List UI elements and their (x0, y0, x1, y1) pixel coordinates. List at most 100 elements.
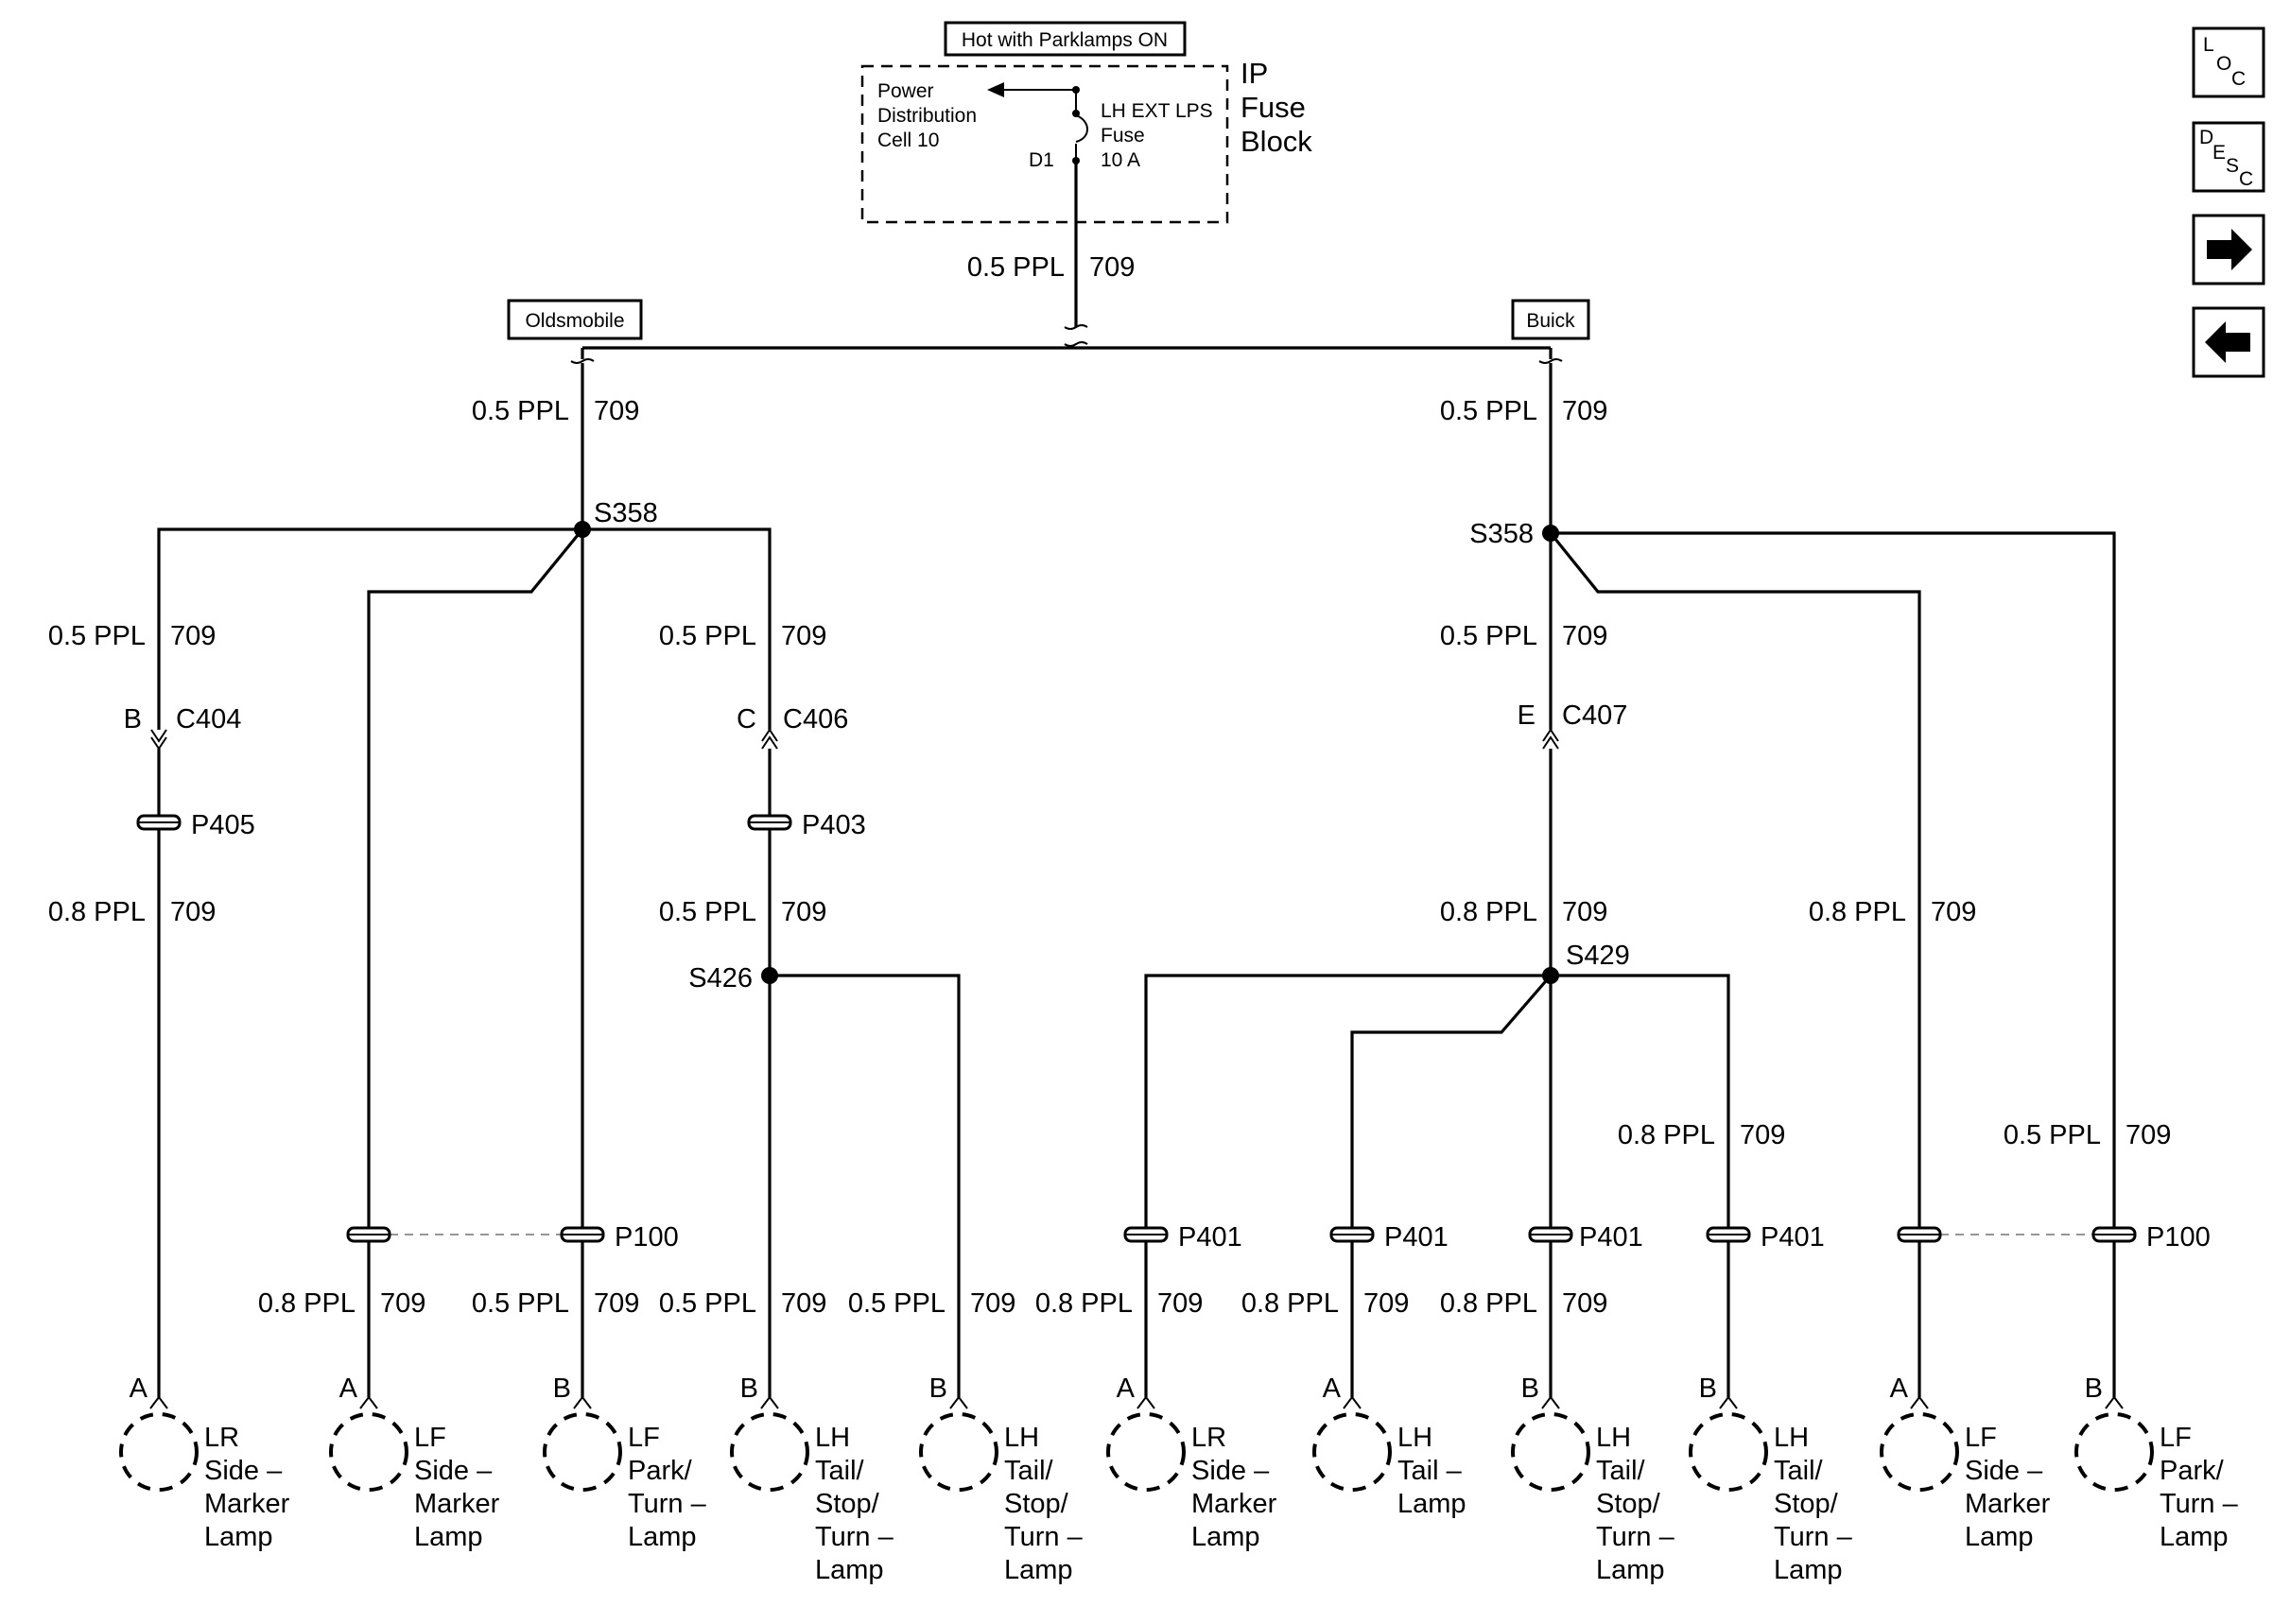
wire-size-label: 0.5 PPL (48, 621, 146, 651)
lamp-label: Stop/ (1596, 1489, 1661, 1519)
connector-c407-icon (1542, 735, 1559, 750)
connector-c404-icon (150, 729, 167, 743)
lamp-label: LR (1191, 1423, 1226, 1453)
connector-c407-icon (1542, 728, 1559, 742)
lamp-bulb-icon (1312, 1412, 1392, 1492)
arrow-left-icon (2205, 321, 2250, 363)
lamp-bulb-icon (329, 1412, 408, 1492)
desc-button-text: C (2239, 168, 2253, 190)
splice-s358-buick-label: S358 (1469, 519, 1534, 549)
buick-stop-wire (1551, 974, 1730, 1397)
lamp-pin: B (1699, 1373, 1717, 1404)
lamp-label: Tail/ (815, 1456, 865, 1486)
circuit-label: 709 (170, 621, 216, 651)
connector-c406-pin: C (737, 704, 756, 734)
lamp-label: LR (204, 1423, 239, 1453)
lamp-label: Lamp (1965, 1522, 2034, 1552)
lamp-label: LH (1004, 1423, 1039, 1453)
lamp-terminal-icon (1136, 1395, 1155, 1409)
fuse-node-top (1072, 86, 1080, 94)
circuit-label: 709 (781, 897, 826, 927)
lamp-label: Stop/ (1004, 1489, 1069, 1519)
lamp-bulb-icon (1689, 1412, 1768, 1492)
circuit-label: 709 (170, 897, 216, 927)
loc-button-text: C (2231, 68, 2246, 90)
circuit-label: 709 (1562, 621, 1607, 651)
wire-size-label: 0.5 PPL (472, 396, 569, 426)
lamp-label: Stop/ (1774, 1489, 1839, 1519)
buick-tail-wire (1350, 974, 1553, 1397)
lamp-label: LH (1397, 1423, 1432, 1453)
lamp-label: Lamp (1774, 1555, 1843, 1585)
lamp-label: Side – (1191, 1456, 1270, 1486)
passthrough-p401-label: P401 (1178, 1222, 1242, 1253)
variant-buick-box (1511, 299, 1590, 340)
circuit-label: 709 (2126, 1120, 2171, 1150)
lamp-label: Park/ (2160, 1456, 2225, 1486)
lamp-label: Marker (1965, 1489, 2051, 1519)
lamp-bulb-icon (2074, 1412, 2154, 1492)
wire-size-label: 0.5 PPL (472, 1288, 569, 1319)
hot-label-box (944, 21, 1187, 57)
lamp-label: Lamp (1191, 1522, 1260, 1552)
lamp-pin: A (1323, 1373, 1342, 1404)
lamp-terminal-icon (2105, 1395, 2124, 1409)
circuit-label: 709 (380, 1288, 425, 1319)
lamp-pin: B (740, 1373, 758, 1404)
variant-buick: Buick (1526, 310, 1575, 332)
back-button[interactable] (2192, 306, 2265, 378)
lamp-label: Turn – (815, 1522, 894, 1552)
circuit-label: 709 (594, 1288, 639, 1319)
lamp-bulb-icon (1880, 1412, 1959, 1492)
fuse-label-3: 10 A (1101, 149, 1140, 171)
buick-lr-marker-wire (1144, 974, 1551, 1397)
connector-c404-icon (150, 736, 167, 751)
lamp-terminal-icon (1541, 1395, 1560, 1409)
wire-size-label: 0.8 PPL (1241, 1288, 1339, 1319)
wire-size-label: 0.5 PPL (1440, 396, 1537, 426)
lamp-terminal-icon (1910, 1395, 1929, 1409)
connector-c406-icon (761, 735, 778, 750)
lamp-label: Lamp (815, 1555, 884, 1585)
power-dist-label-2: Distribution (877, 105, 977, 127)
buick-lf-park-wire (1551, 531, 2116, 1397)
desc-button-text: D (2199, 127, 2213, 148)
lamp-terminal-icon (1719, 1395, 1738, 1409)
lamp-bulb-icon (1511, 1412, 1590, 1492)
lamp-terminal-icon (760, 1395, 779, 1409)
lamp-label: Marker (414, 1489, 500, 1519)
circuit-label: 709 (1931, 897, 1976, 927)
splice-s429-label: S429 (1566, 941, 1630, 971)
lamp-pin: B (2085, 1373, 2103, 1404)
lamp-terminal-icon (949, 1395, 968, 1409)
loc-button-text: O (2216, 53, 2231, 75)
lamp-pin: B (929, 1373, 947, 1404)
lamp-label: Turn – (628, 1489, 707, 1519)
ip-fuse-block-outline (860, 64, 1229, 224)
circuit-label: 709 (781, 1288, 826, 1319)
wire-size-label: 0.8 PPL (258, 1288, 356, 1319)
lamp-label: Park/ (628, 1456, 693, 1486)
arrow-right-icon (2207, 229, 2252, 270)
fuse-label-2: Fuse (1101, 125, 1145, 147)
lamp-label: Lamp (204, 1522, 273, 1552)
lamp-label: LH (815, 1423, 850, 1453)
loc-button[interactable]: L O C (2192, 26, 2265, 98)
splice-s426-label: S426 (688, 963, 753, 993)
splice-s358-olds-label: S358 (594, 498, 658, 528)
lamp-label: Turn – (1004, 1522, 1084, 1552)
next-button[interactable] (2192, 214, 2265, 285)
wire-size-label: 0.8 PPL (1618, 1120, 1715, 1150)
lamp-bulb-icon (730, 1412, 809, 1492)
wire-size-label: 0.8 PPL (48, 897, 146, 927)
lamp-label: Lamp (414, 1522, 483, 1552)
desc-button[interactable]: D E S C (2192, 121, 2265, 193)
